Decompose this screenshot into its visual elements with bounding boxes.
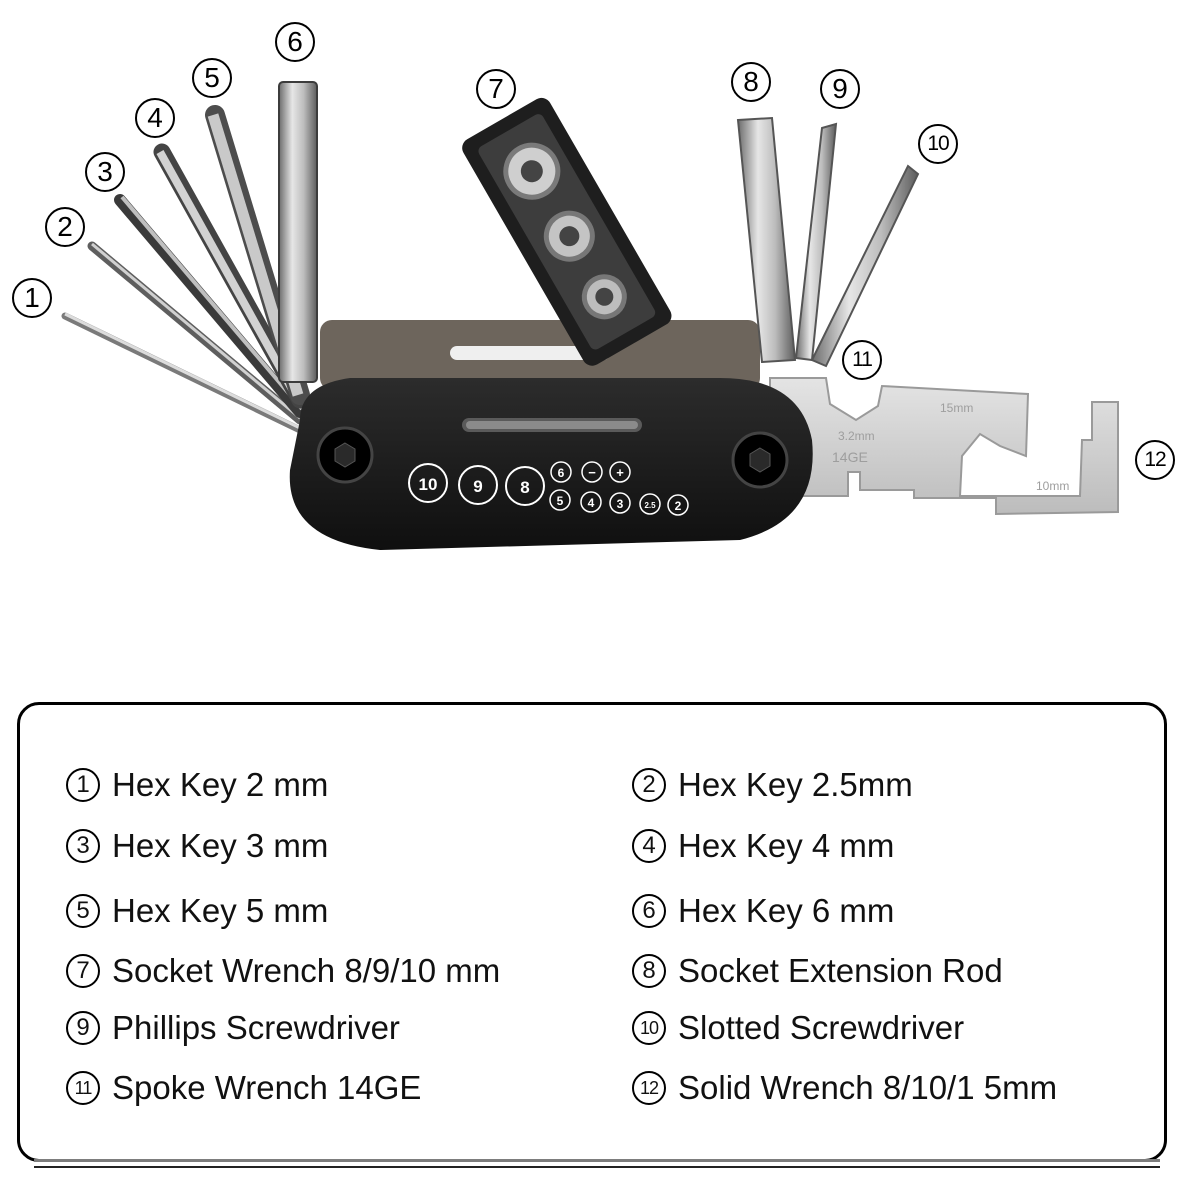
callout-4-icon: 4 (135, 98, 175, 138)
wrench-marking-spoke: 3.2mm (838, 429, 875, 443)
legend-item-4: 4 Hex Key 4 mm (632, 827, 894, 865)
legend-box (17, 702, 1167, 1162)
callout-1-icon: 1 (12, 278, 52, 318)
callout-3-icon: 3 (85, 152, 125, 192)
callout-7-icon: 7 (476, 69, 516, 109)
legend-underline (34, 1159, 1160, 1162)
svg-text:6: 6 (558, 466, 565, 480)
callout-9-icon: 9 (820, 69, 860, 109)
callout-2-icon: 2 (45, 207, 85, 247)
callout-10-icon: 10 (918, 124, 958, 164)
socket-wrench-arm (462, 97, 672, 366)
slotted-symbol: − (581, 461, 603, 483)
svg-text:−: − (588, 465, 596, 480)
legend-label: Phillips Screwdriver (112, 1009, 400, 1046)
number-8-icon: 8 (632, 954, 666, 988)
tool-body: 10 9 8 6 − + 5 (289, 378, 813, 550)
socket-extension-rod (736, 116, 797, 364)
number-4-icon: 4 (632, 829, 666, 863)
multitool-illustration: 3.2mm 14GE 15mm 10mm 10 9 8 (61, 81, 1119, 550)
svg-text:5: 5 (557, 494, 564, 508)
wrench-marking-14ge: 14GE (832, 449, 868, 465)
legend-label: Spoke Wrench 14GE (112, 1069, 422, 1106)
wrench-marking-10mm: 10mm (1036, 479, 1069, 493)
hex-size-3: 3 (609, 492, 631, 514)
legend-label: Socket Extension Rod (678, 952, 1003, 989)
legend-item-8: 8 Socket Extension Rod (632, 952, 1003, 990)
callout-8-icon: 8 (731, 62, 771, 102)
number-10-icon: 10 (632, 1011, 666, 1045)
hex-key-3mm (114, 194, 306, 418)
wrench-marking-15mm: 15mm (940, 401, 973, 415)
spoke-solid-wrench: 3.2mm 14GE 15mm 10mm (769, 377, 1119, 516)
hex-key-2mm (61, 312, 304, 434)
svg-text:9: 9 (473, 477, 482, 496)
svg-text:+: + (616, 465, 624, 480)
svg-text:8: 8 (520, 478, 529, 497)
legend-item-9: 9 Phillips Screwdriver (66, 1009, 400, 1047)
callout-6-icon: 6 (275, 22, 315, 62)
hex-size-5: 5 (549, 489, 571, 511)
legend-label: Hex Key 6 mm (678, 892, 895, 929)
legend-label: Solid Wrench 8/10/1 5mm (678, 1069, 1058, 1106)
number-11-icon: 11 (66, 1071, 100, 1105)
number-2-icon: 2 (632, 768, 666, 802)
legend-label: Hex Key 3 mm (112, 827, 329, 864)
hex-size-6: 6 (550, 461, 572, 483)
number-7-icon: 7 (66, 954, 100, 988)
legend-underline-dark (34, 1166, 1160, 1168)
legend-label: Slotted Screwdriver (678, 1009, 965, 1046)
legend-item-6: 6 Hex Key 6 mm (632, 892, 894, 930)
socket-size-8: 8 (505, 466, 545, 506)
number-12-icon: 12 (632, 1071, 666, 1105)
legend-item-12: 12 Solid Wrench 8/10/1 5mm (632, 1069, 1057, 1107)
legend-item-11: 11 Spoke Wrench 14GE (66, 1069, 421, 1107)
svg-text:10: 10 (419, 475, 438, 494)
legend-label: Socket Wrench 8/9/10 mm (112, 952, 501, 989)
hex-size-2: 2 (667, 494, 689, 516)
number-6-icon: 6 (632, 894, 666, 928)
phillips-symbol: + (609, 461, 631, 483)
socket-size-10: 10 (408, 463, 448, 503)
callout-12-icon: 12 (1135, 440, 1175, 480)
legend-label: Hex Key 4 mm (678, 827, 895, 864)
legend-label: Hex Key 2 mm (112, 766, 329, 803)
number-5-icon: 5 (66, 894, 100, 928)
legend-item-2: 2 Hex Key 2.5mm (632, 766, 913, 804)
svg-text:4: 4 (588, 496, 595, 510)
hex-size-2-5: 2.5 (639, 493, 661, 515)
hex-size-4: 4 (580, 491, 602, 513)
socket-size-9: 9 (458, 465, 498, 505)
number-3-icon: 3 (66, 829, 100, 863)
legend-item-7: 7 Socket Wrench 8/9/10 mm (66, 952, 500, 990)
legend-item-5: 5 Hex Key 5 mm (66, 892, 328, 930)
legend-label: Hex Key 2.5mm (678, 766, 913, 803)
hex-key-4mm (153, 143, 309, 409)
hex-key-6mm (278, 81, 318, 383)
number-9-icon: 9 (66, 1011, 100, 1045)
legend-item-3: 3 Hex Key 3 mm (66, 827, 328, 865)
legend-item-10: 10 Slotted Screwdriver (632, 1009, 964, 1047)
legend-item-1: 1 Hex Key 2 mm (66, 766, 328, 804)
svg-text:2: 2 (675, 499, 682, 513)
hex-key-2-5mm (87, 241, 305, 425)
callout-5-icon: 5 (192, 58, 232, 98)
slotted-screwdriver (810, 164, 920, 368)
svg-text:2.5: 2.5 (644, 501, 656, 510)
legend-label: Hex Key 5 mm (112, 892, 329, 929)
number-1-icon: 1 (66, 768, 100, 802)
size-markings: 10 9 8 6 − + 5 (408, 461, 689, 516)
callout-11-icon: 11 (842, 340, 882, 380)
svg-text:3: 3 (617, 497, 624, 511)
